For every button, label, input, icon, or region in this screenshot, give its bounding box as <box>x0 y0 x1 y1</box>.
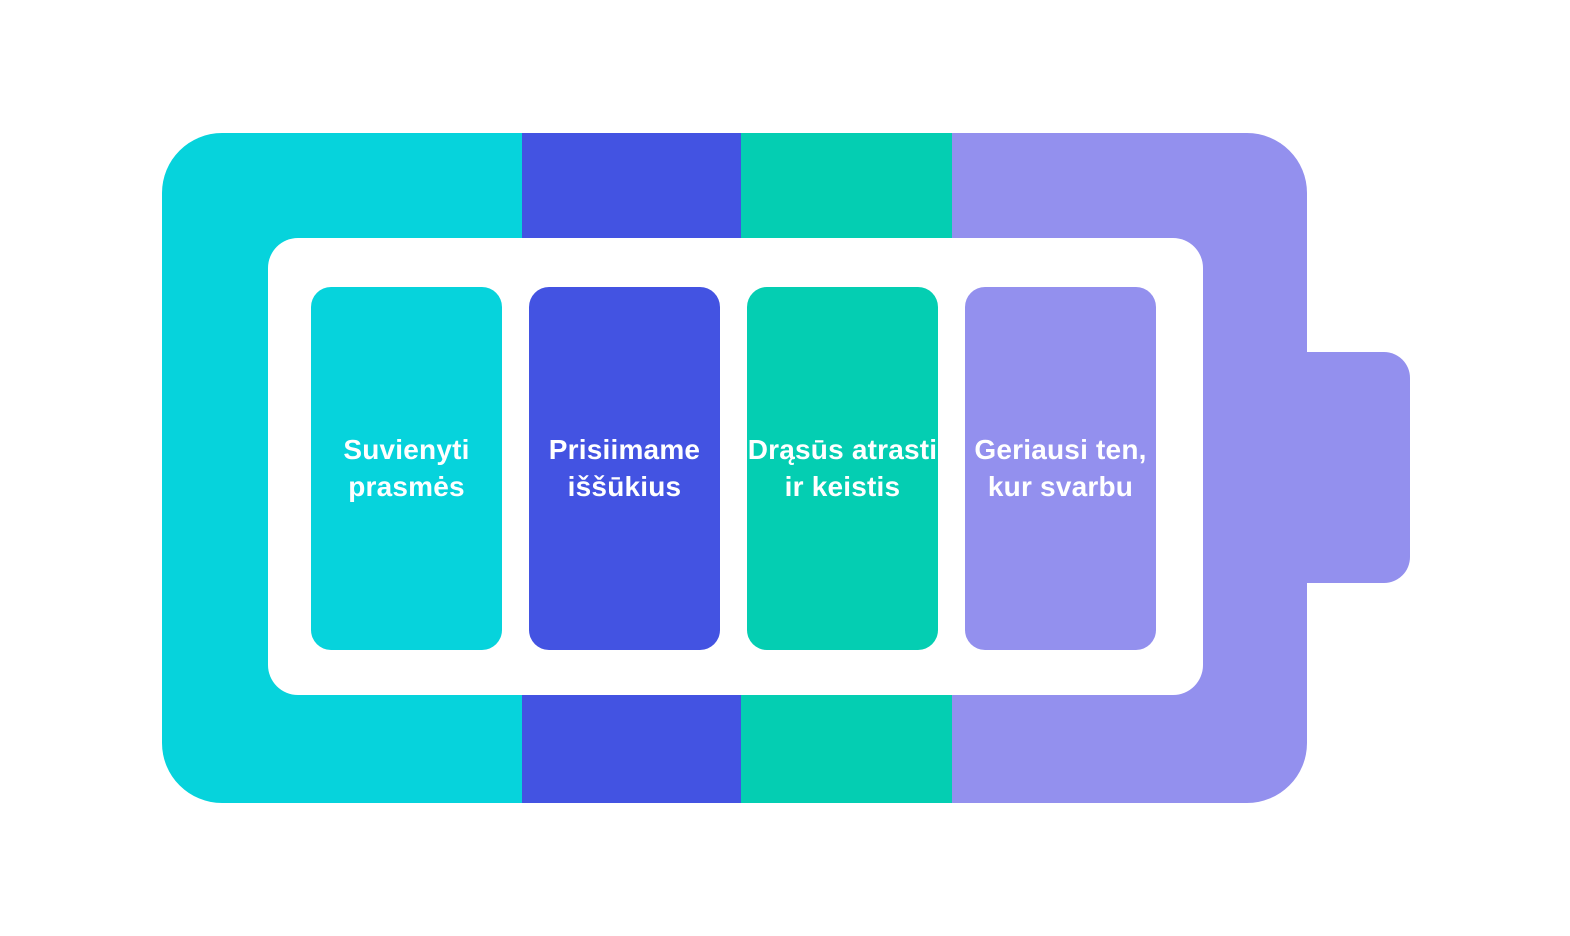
value-card-4: Geriausi ten, kur svarbu <box>965 287 1156 650</box>
value-card-2-label: Prisiimame iššūkius <box>548 433 701 502</box>
value-card-2: Prisiimame iššūkius <box>529 287 720 650</box>
value-card-3-label: Drąsūs atrasti ir keistis <box>747 433 938 502</box>
value-card-4-label: Geriausi ten, kur svarbu <box>974 433 1147 502</box>
value-card-1-label: Suvienyti prasmės <box>343 433 470 502</box>
value-card-1: Suvienyti prasmės <box>311 287 502 650</box>
battery-inner-panel: Suvienyti prasmės Prisiimame iššūkius Dr… <box>268 238 1203 695</box>
value-card-3: Drąsūs atrasti ir keistis <box>747 287 938 650</box>
battery-terminal <box>1307 352 1410 583</box>
